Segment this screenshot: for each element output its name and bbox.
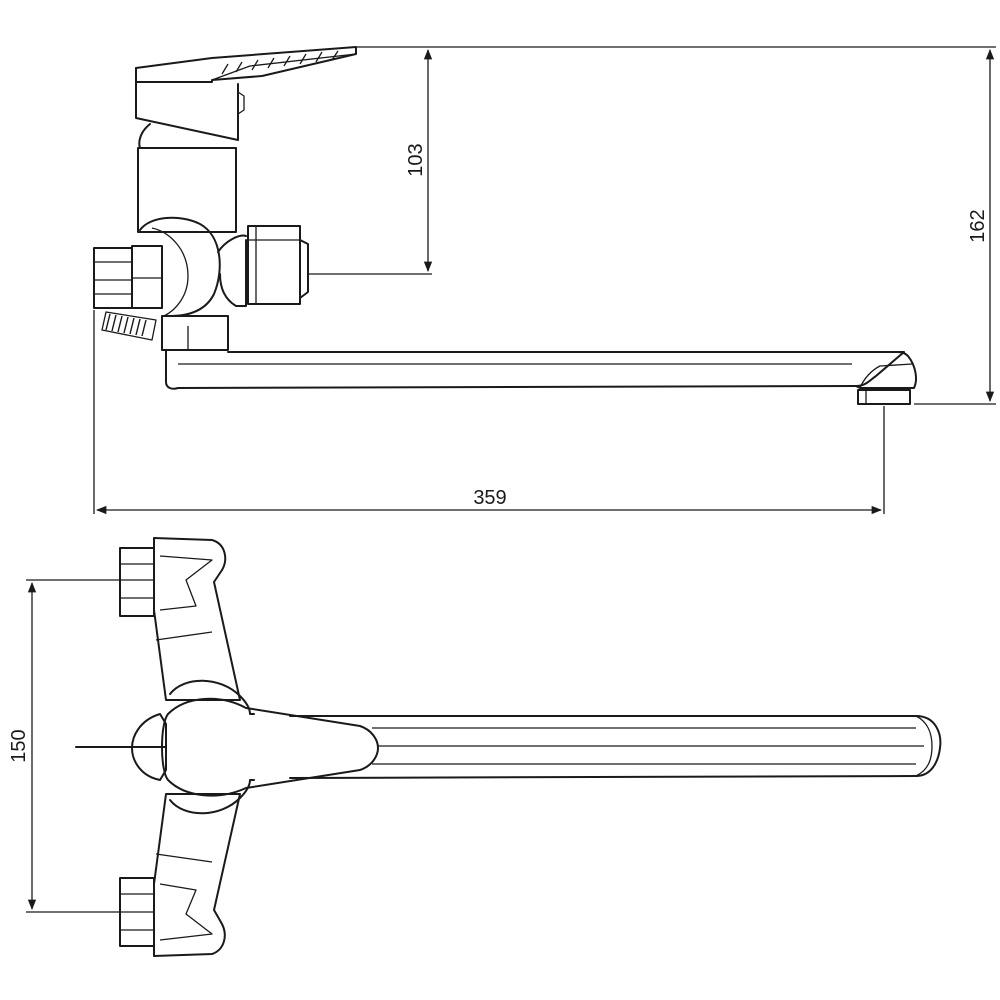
side-view: 162 103 359 bbox=[93, 46, 996, 515]
dimension-inlet-spacing: 150 bbox=[8, 579, 120, 913]
left-inlet-nut bbox=[93, 245, 163, 309]
top-view: 150 bbox=[8, 537, 942, 957]
dimension-359-label: 359 bbox=[473, 487, 506, 509]
diverter-knob bbox=[247, 225, 309, 305]
thread-hatch bbox=[101, 311, 157, 341]
lever-handle bbox=[135, 46, 357, 149]
dimension-103-label: 103 bbox=[405, 143, 427, 176]
dimension-150-label: 150 bbox=[8, 729, 30, 762]
dimension-total-height: 162 bbox=[356, 46, 996, 405]
dimension-162-label: 162 bbox=[967, 209, 989, 242]
valve-body bbox=[137, 147, 247, 317]
body-bar bbox=[153, 537, 241, 957]
central-hub bbox=[75, 679, 379, 815]
top-inlet-nut bbox=[119, 547, 155, 617]
bottom-inlet-nut bbox=[119, 877, 155, 947]
spout bbox=[165, 349, 917, 405]
dimension-spout-reach: 359 bbox=[93, 310, 885, 515]
dimension-handle-outlet: 103 bbox=[308, 48, 433, 275]
spout-top bbox=[289, 715, 942, 779]
spout-collar bbox=[161, 315, 229, 351]
